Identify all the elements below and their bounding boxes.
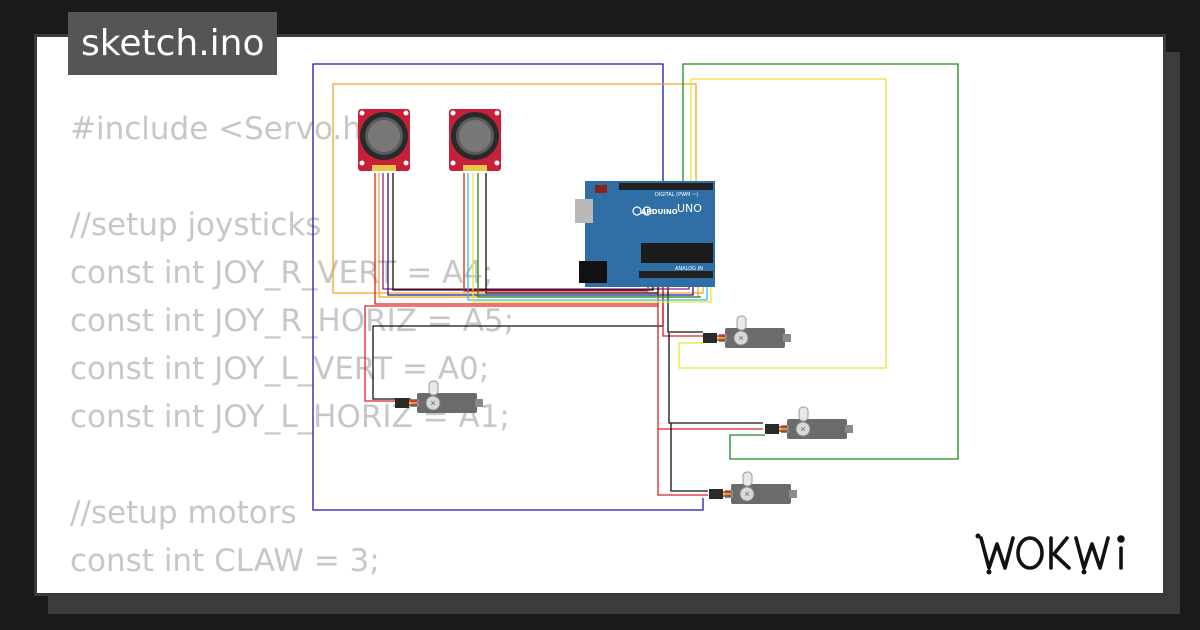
wire-green: [477, 173, 701, 298]
wire-green: [682, 63, 959, 460]
code-line: //setup joysticks: [70, 207, 322, 243]
brand-label: ARDUINO: [641, 208, 678, 216]
digital-label: DIGITAL (PWM ~): [655, 192, 698, 198]
servo-2[interactable]: [702, 315, 792, 349]
wire-red: [364, 285, 659, 402]
wire-red: [463, 173, 649, 292]
wire-black: [667, 285, 703, 333]
code-line: const int SHOULDER = 6;: [70, 585, 514, 593]
joystick-left[interactable]: [358, 109, 410, 171]
wire-yellow: [678, 78, 887, 369]
analog-label: ANALOG IN: [675, 266, 703, 272]
wire-red: [657, 429, 708, 496]
servo-3[interactable]: [764, 406, 854, 440]
wokwi-logo: [975, 533, 1125, 575]
circuit-diagram: ×: [312, 63, 959, 511]
wire-black: [668, 333, 763, 424]
code-line: const int JOY_R_HORIZ = A5;: [70, 303, 515, 339]
arduino-uno-board[interactable]: DIGITAL (PWM ~) ANALOG IN ARDUINO UNO: [575, 181, 715, 287]
code-line: const int JOY_L_VERT = A0;: [70, 351, 490, 387]
code-line: const int CLAW = 3;: [70, 543, 380, 579]
wire-black: [670, 423, 708, 492]
wire-cyan: [467, 173, 708, 301]
wire-blue: [387, 173, 694, 296]
wire-black: [392, 173, 654, 291]
model-label: UNO: [677, 202, 702, 215]
joystick-right[interactable]: [449, 109, 501, 171]
wire-orange: [332, 83, 704, 294]
servo-1[interactable]: [394, 380, 484, 414]
wire-red: [374, 173, 658, 305]
file-name-tag: sketch.ino: [68, 12, 278, 75]
code-line: //setup motors: [70, 495, 297, 531]
servo-4[interactable]: [708, 471, 798, 505]
wire-black: [485, 173, 659, 294]
wire-yellow: [472, 173, 712, 303]
